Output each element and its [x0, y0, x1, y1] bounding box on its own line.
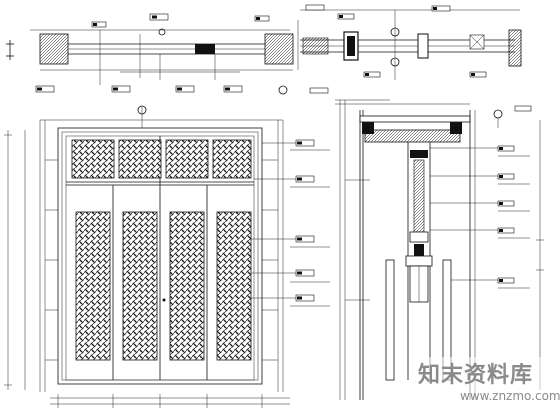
plan-section-right: [297, 9, 522, 80]
watermark-url: www.znzmo.com: [460, 389, 560, 403]
plan-section-left: [6, 28, 294, 95]
vertical-section: [335, 99, 544, 400]
annotation-tag-icon: [35, 13, 270, 93]
watermark-title: 知末资料库: [418, 363, 534, 388]
annotation-tag-icon: [251, 139, 330, 307]
dimension-line-bottom: [50, 394, 290, 408]
watermark: 知末资料库 www.znzmo.com: [418, 357, 560, 415]
lattice-ornament-icon: [71, 139, 252, 179]
lattice-ornament-icon: [75, 211, 252, 361]
annotation-tag-icon: [430, 105, 532, 289]
door-elevation: [4, 105, 284, 392]
annotation-tag-icon: [305, 4, 487, 94]
